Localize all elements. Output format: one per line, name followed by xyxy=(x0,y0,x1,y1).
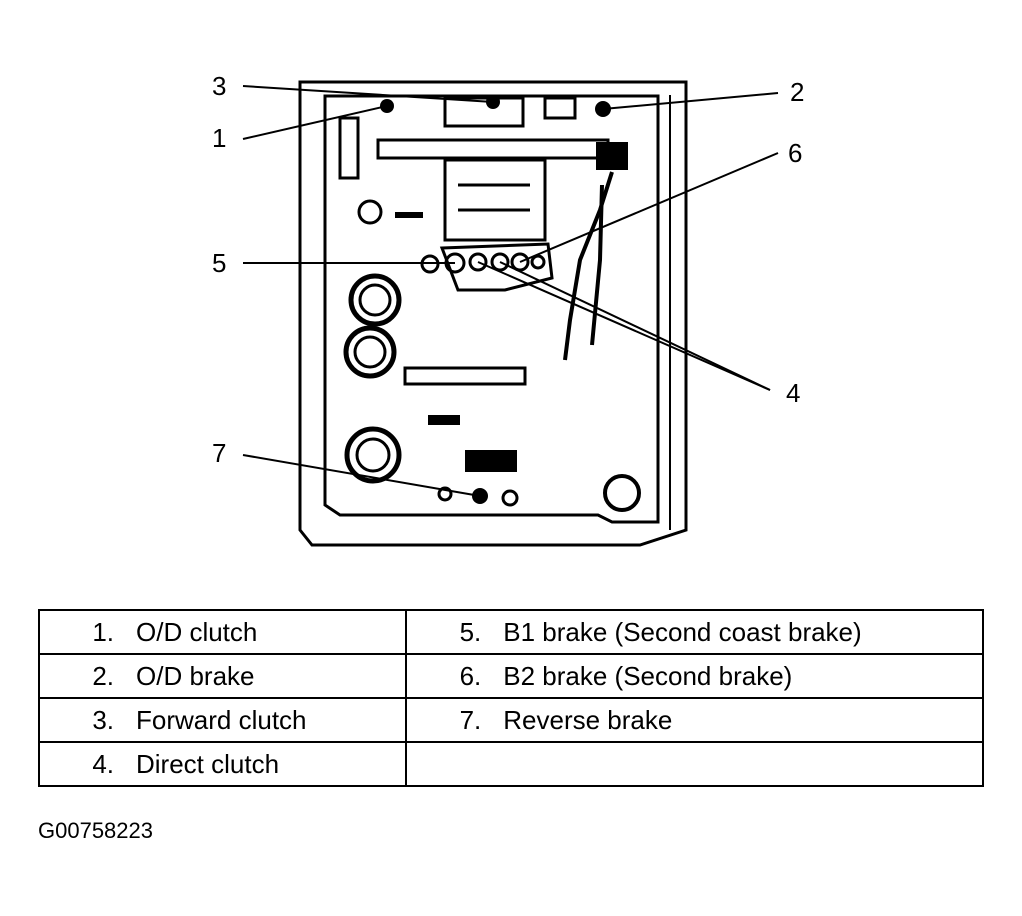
center-ribs xyxy=(443,158,547,242)
legend-number: 6. xyxy=(459,660,482,691)
port-b2 xyxy=(510,252,530,272)
legend-number: 5. xyxy=(459,616,482,647)
legend-number: 7. xyxy=(459,704,482,735)
legend-cell-empty xyxy=(405,741,984,787)
legend-cell: 2. O/D brake xyxy=(37,653,408,699)
lower-block xyxy=(465,450,517,472)
legend-row: 2. O/D brake 6. B2 brake (Second brake) xyxy=(37,653,984,699)
right-fitting xyxy=(596,142,628,170)
valve-body-inner-outline xyxy=(323,94,660,524)
lower-slot xyxy=(428,415,460,425)
legend-row: 3. Forward clutch 7. Reverse brake xyxy=(37,697,984,743)
callout-7: 7 xyxy=(212,438,226,468)
legend-text: O/D brake xyxy=(136,660,255,691)
left-dash xyxy=(395,212,423,218)
tube-right xyxy=(590,184,604,346)
legend-cell: 1. O/D clutch xyxy=(37,609,408,655)
legend-text: B1 brake (Second coast brake) xyxy=(503,616,862,647)
leader-1 xyxy=(242,105,388,140)
callout-6: 6 xyxy=(788,138,802,168)
cylinder-top xyxy=(348,273,402,327)
leader-6 xyxy=(519,152,779,263)
callout-2: 2 xyxy=(790,77,804,107)
legend-text: B2 brake (Second brake) xyxy=(503,660,793,691)
drain-boss xyxy=(603,474,641,512)
valve-body-outline xyxy=(298,80,688,547)
legend-number: 3. xyxy=(92,704,114,735)
leader-2 xyxy=(602,92,779,110)
callout-3: 3 xyxy=(212,71,226,101)
callout-5: 5 xyxy=(212,248,226,278)
cylinder-top-inner xyxy=(358,283,392,317)
port-right xyxy=(530,254,546,270)
leader-3 xyxy=(242,85,494,103)
legend-row: 4. Direct clutch xyxy=(37,741,984,787)
top-block xyxy=(443,96,525,128)
leader-4a xyxy=(477,261,771,391)
cylinder-bottom xyxy=(344,426,402,484)
legend-row: 1. O/D clutch 5. B1 brake (Second coast br… xyxy=(37,609,984,655)
cylinder-mid xyxy=(343,325,397,379)
cylinder-mid-inner xyxy=(353,335,387,369)
legend-cell: 6. B2 brake (Second brake) xyxy=(405,653,984,699)
valve-body-diagram: 3 1 2 6 5 4 7 xyxy=(212,71,804,547)
top-channel xyxy=(376,138,610,160)
tube-b2 xyxy=(563,171,614,361)
callout-4: 4 xyxy=(786,378,800,408)
legend-cell: 4. Direct clutch xyxy=(37,741,408,787)
legend-cell: 5. B1 brake (Second coast brake) xyxy=(405,609,984,655)
callout-1: 1 xyxy=(212,123,226,153)
legend-table: 1. O/D clutch 5. B1 brake (Second coast br… xyxy=(37,609,984,787)
port-reverse-side xyxy=(501,489,519,507)
port-reverse-left xyxy=(437,486,453,502)
legend-text: Reverse brake xyxy=(503,704,673,735)
leader-4b xyxy=(499,261,771,391)
cylinder-bottom-inner xyxy=(355,437,391,473)
left-slot xyxy=(338,116,360,180)
legend-number: 4. xyxy=(92,748,114,779)
lower-plate xyxy=(403,366,527,386)
port-direct-b xyxy=(490,252,510,272)
top-block-small xyxy=(543,96,577,120)
legend-text: Forward clutch xyxy=(136,704,307,735)
legend-cell: 7. Reverse brake xyxy=(405,697,984,743)
legend-text: O/D clutch xyxy=(136,616,258,647)
leader-7 xyxy=(242,454,481,497)
legend-number: 1. xyxy=(92,616,114,647)
legend-cell: 3. Forward clutch xyxy=(37,697,408,743)
left-port xyxy=(357,199,383,225)
legend-number: 2. xyxy=(92,660,114,691)
port-direct-a xyxy=(468,252,488,272)
figure-id: G00758223 xyxy=(38,818,153,843)
legend-text: Direct clutch xyxy=(136,748,280,779)
